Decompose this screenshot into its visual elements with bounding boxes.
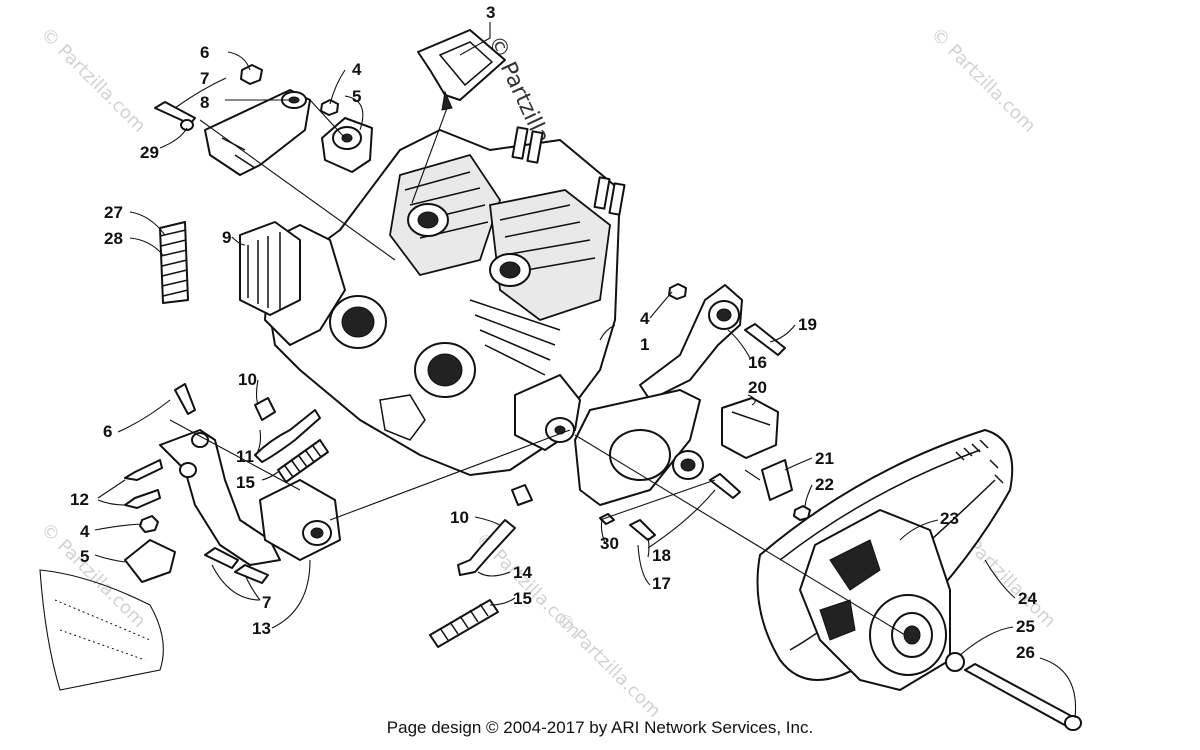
callout-leaders bbox=[94, 22, 1077, 719]
callout-label: 9 bbox=[222, 228, 231, 247]
callout-label: 1 bbox=[640, 335, 649, 354]
callout-label: 12 bbox=[70, 490, 89, 509]
bolt bbox=[234, 564, 269, 584]
hose-11 bbox=[254, 409, 321, 463]
callout-label: 10 bbox=[450, 508, 469, 527]
bolt bbox=[124, 459, 163, 481]
callout-label: 8 bbox=[200, 93, 209, 112]
callout-label: 23 bbox=[940, 509, 959, 528]
hose-14 bbox=[457, 519, 516, 576]
callout-label: 15 bbox=[513, 589, 532, 608]
callout-label: 7 bbox=[200, 69, 209, 88]
callout-label: 20 bbox=[748, 378, 767, 397]
callout-label: 4 bbox=[640, 309, 650, 328]
callout-label: 4 bbox=[80, 522, 90, 541]
corner-sketch bbox=[39, 569, 164, 691]
callout-label: 18 bbox=[652, 546, 671, 565]
rubber-mount-top[interactable] bbox=[320, 99, 373, 173]
callout-label: 24 bbox=[1018, 589, 1037, 608]
bolt bbox=[709, 473, 741, 499]
callout-label: 14 bbox=[513, 563, 532, 582]
callout-label: 7 bbox=[262, 593, 271, 612]
watermark: © Partzilla.com bbox=[551, 609, 664, 722]
callout-label: 26 bbox=[1016, 643, 1035, 662]
rear-mount-arm[interactable] bbox=[639, 283, 786, 401]
bolt bbox=[154, 101, 196, 125]
callout-label: 6 bbox=[200, 43, 209, 62]
electrical-box[interactable] bbox=[721, 397, 811, 521]
watermark: © Partzilla.com bbox=[36, 519, 149, 632]
washer-25 bbox=[945, 652, 965, 672]
callout-numbers: 3 6 7 8 29 4 5 27 28 9 4 1 19 16 20 21 2… bbox=[70, 3, 1037, 662]
throttle-bore bbox=[341, 306, 375, 338]
engine-assembly[interactable] bbox=[239, 126, 626, 476]
spark-plugs bbox=[511, 126, 626, 216]
spring-15 bbox=[429, 599, 499, 648]
callout-label: 29 bbox=[140, 143, 159, 162]
intake-port-hole bbox=[417, 211, 439, 229]
crankcase-fins bbox=[469, 299, 561, 376]
callout-label: 3 bbox=[486, 3, 495, 22]
page-footer: Page design © 2004-2017 by ARI Network S… bbox=[386, 718, 814, 737]
hoses-and-springs[interactable] bbox=[254, 397, 533, 648]
callout-label: 13 bbox=[252, 619, 271, 638]
bolt bbox=[204, 547, 239, 569]
rubber-mount bbox=[124, 539, 176, 583]
bolt bbox=[744, 323, 786, 356]
nut bbox=[240, 64, 263, 85]
head-fins bbox=[404, 171, 596, 273]
callout-label: 30 bbox=[600, 534, 619, 553]
engine-mount-bracket[interactable] bbox=[154, 64, 311, 176]
callout-label: 4 bbox=[352, 60, 362, 79]
nut bbox=[139, 515, 159, 533]
nut bbox=[320, 99, 339, 116]
bolt bbox=[629, 519, 656, 541]
lock-washer bbox=[180, 119, 194, 131]
bracket-21 bbox=[761, 459, 793, 501]
bolt bbox=[174, 383, 196, 415]
callout-label: 28 bbox=[104, 229, 123, 248]
nut bbox=[668, 283, 687, 300]
oil-filter[interactable] bbox=[239, 221, 301, 316]
clamp-10 bbox=[254, 397, 276, 421]
bolt bbox=[124, 489, 161, 509]
intake-port-hole bbox=[499, 261, 521, 279]
mount-plate[interactable] bbox=[574, 389, 741, 541]
watermark: © Partzilla.com bbox=[36, 24, 149, 137]
callout-label: 5 bbox=[352, 87, 361, 106]
callout-label: 10 bbox=[238, 370, 257, 389]
callout-label: 22 bbox=[815, 475, 834, 494]
watermark: © Partzilla.com bbox=[926, 24, 1039, 137]
exhaust-springs[interactable] bbox=[159, 221, 189, 304]
front-mount-bracket[interactable] bbox=[124, 383, 341, 584]
throttle-bore bbox=[427, 353, 463, 387]
callout-label: 11 bbox=[236, 447, 254, 466]
starter-handle[interactable] bbox=[411, 29, 506, 204]
assembly-lines bbox=[169, 99, 906, 636]
callout-label: 15 bbox=[236, 473, 255, 492]
callout-label: 19 bbox=[798, 315, 817, 334]
callout-label: 21 bbox=[815, 449, 834, 468]
callout-label: 5 bbox=[80, 547, 89, 566]
linkage bbox=[379, 394, 426, 441]
callout-label: 17 bbox=[652, 574, 671, 593]
callout-label: 25 bbox=[1016, 617, 1035, 636]
callout-label: 16 bbox=[748, 353, 767, 372]
callout-label: 6 bbox=[103, 422, 112, 441]
clamp-10 bbox=[511, 484, 533, 506]
callout-label: 27 bbox=[104, 203, 123, 222]
drive-clutch-and-belt[interactable] bbox=[756, 429, 1082, 731]
